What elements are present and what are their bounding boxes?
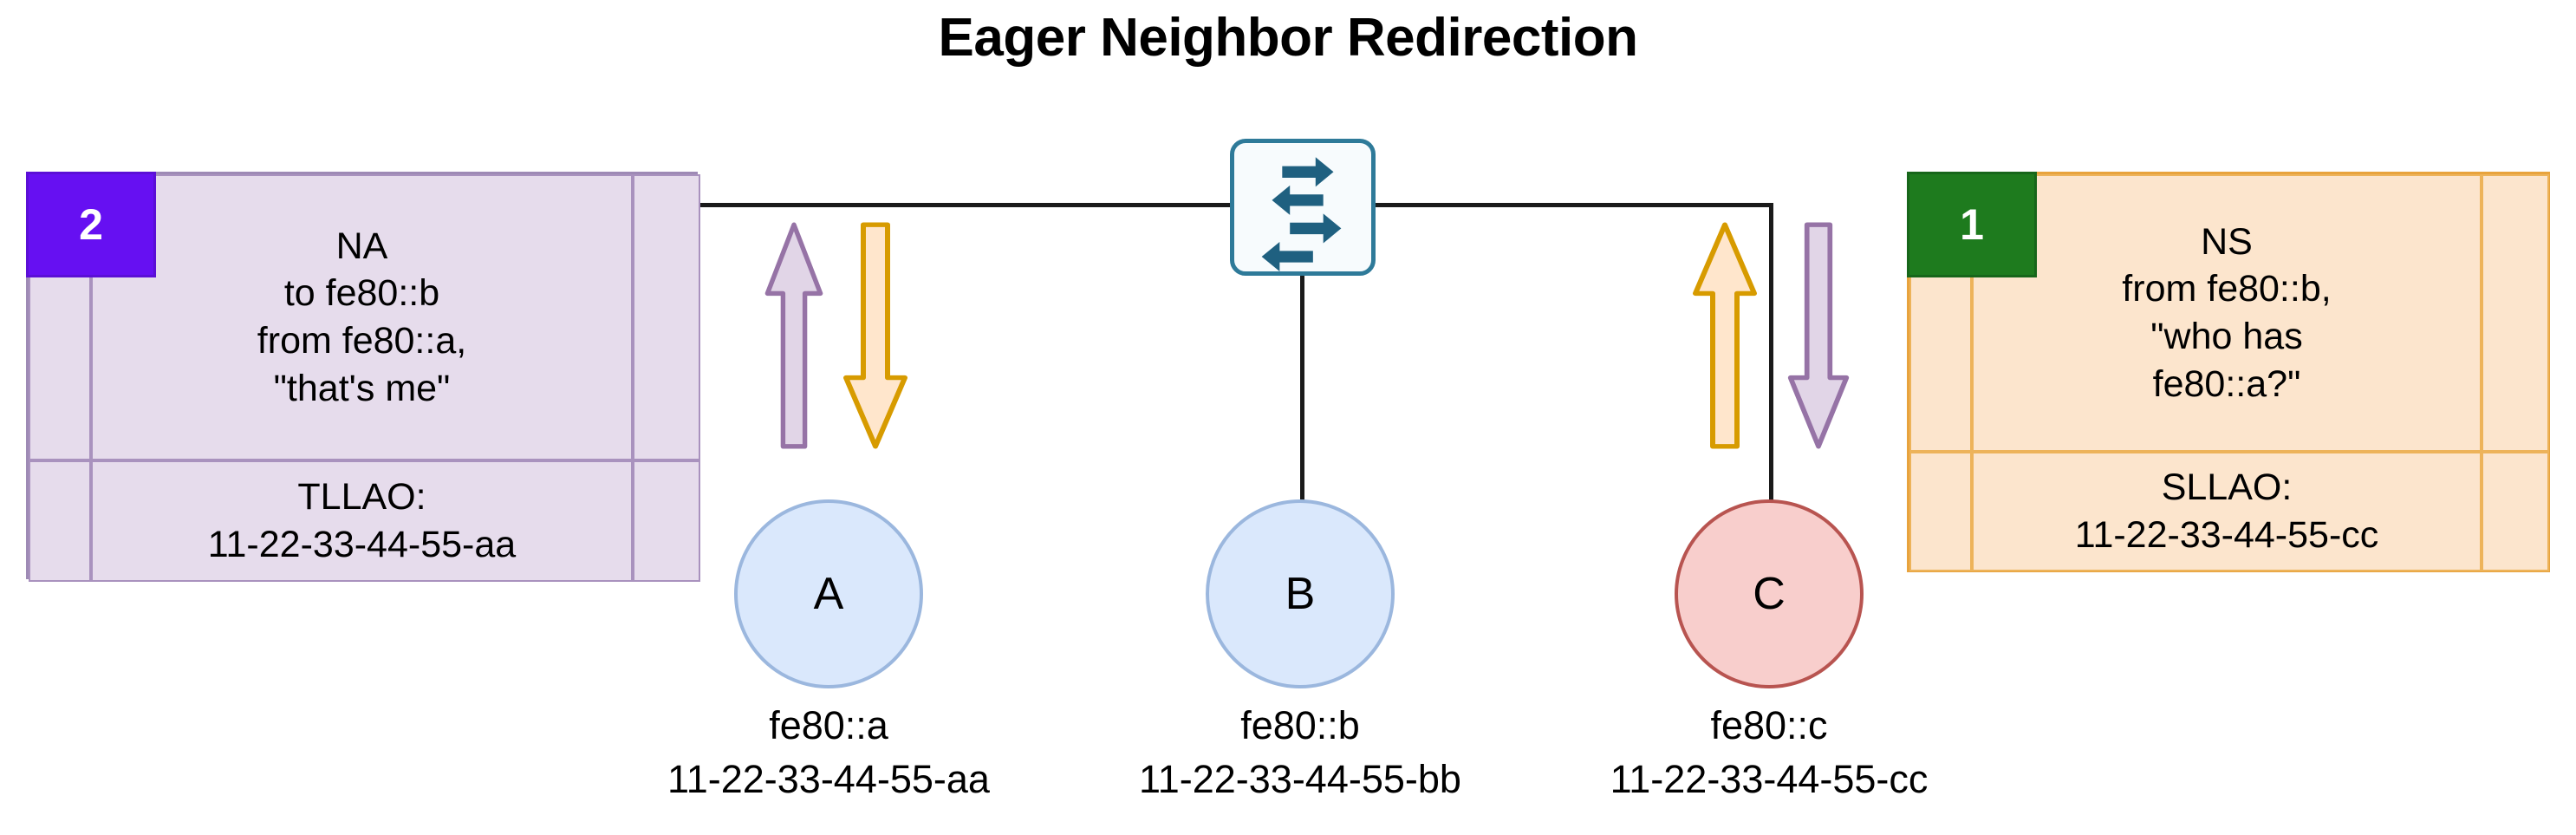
host-node-c: C [1675, 499, 1864, 688]
ns-down-arrow-at-a [841, 219, 910, 453]
na-down-arrow-at-c [1786, 219, 1851, 453]
ns-message-text: NS from fe80::b, "who has fe80::a?" [1972, 174, 2482, 452]
na-message-text: NA to fe80::b from fe80::a, "that's me" [91, 174, 633, 460]
host-node-a-address: fe80::a [769, 703, 888, 747]
ns-table-spacer-right-bottom [2482, 452, 2549, 571]
step-badge-2: 2 [26, 172, 156, 277]
page-title: Eager Neighbor Redirection [938, 8, 1638, 68]
host-node-b: B [1206, 499, 1395, 688]
link-switch-to-a-horizontal [536, 203, 1233, 207]
na-table-spacer-left-bottom [29, 460, 91, 582]
ns-up-arrow-at-c [1690, 219, 1760, 453]
host-node-a-mac: 11-22-33-44-55-aa [667, 757, 990, 801]
link-switch-to-c-horizontal [1373, 203, 1773, 207]
host-node-c-address: fe80::c [1710, 703, 1828, 747]
host-node-a: A [734, 499, 923, 688]
host-node-c-mac: 11-22-33-44-55-cc [1610, 757, 1929, 801]
network-switch-icon [1230, 139, 1376, 276]
step-badge-1: 1 [1907, 172, 2037, 277]
host-node-b-letter: B [1285, 569, 1316, 619]
host-node-b-mac: 11-22-33-44-55-bb [1139, 757, 1461, 801]
na-up-arrow-at-a [763, 219, 825, 453]
ns-table-spacer-left-bottom [1909, 452, 1972, 571]
link-c-vertical [1769, 203, 1773, 502]
ns-option-text: SLLAO: 11-22-33-44-55-cc [1972, 452, 2482, 571]
ns-table-spacer-right-top [2482, 174, 2549, 452]
link-switch-to-b-vertical [1300, 274, 1304, 501]
na-table-spacer-right-bottom [633, 460, 700, 582]
host-node-c-letter: C [1753, 569, 1786, 619]
host-node-a-letter: A [813, 569, 844, 619]
na-table-spacer-right-top [633, 174, 700, 460]
na-option-text: TLLAO: 11-22-33-44-55-aa [91, 460, 633, 582]
host-node-b-address: fe80::b [1240, 703, 1360, 747]
